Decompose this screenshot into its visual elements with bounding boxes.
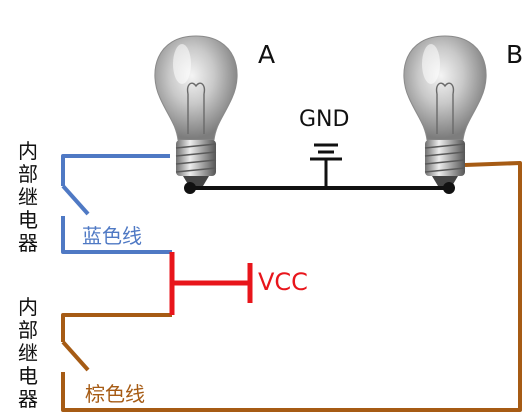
top-relay-label: 内 部 继 电 器 [18,139,38,255]
brown-wire-label: 棕色线 [85,382,145,406]
vcc-wire [169,252,253,315]
brown-wire [61,161,522,412]
bulb-a-icon [154,35,238,187]
top-relay-switch [61,154,172,254]
gnd-label: GND [299,107,350,132]
bulb-a-label: A [258,40,276,69]
bottom-relay-label: 内 部 继 电 器 [18,295,38,411]
blue-wire-label: 蓝色线 [82,224,142,248]
ground-symbol-icon [310,143,342,188]
vcc-label: VCC [258,268,308,296]
gnd-bus [184,182,455,194]
bulb-b-label: B [506,40,524,69]
bottom-relay-switch [61,313,172,372]
